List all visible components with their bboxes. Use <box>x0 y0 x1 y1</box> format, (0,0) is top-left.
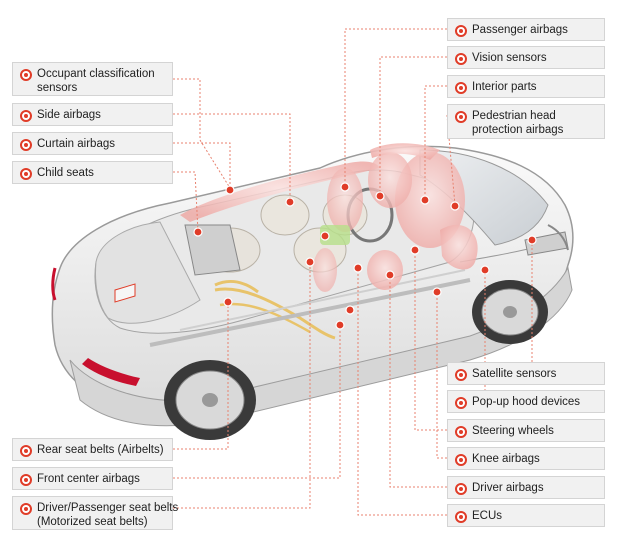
curtain-airbag-shape <box>180 161 380 222</box>
label-text: Driver/Passenger seat belts (Motorized s… <box>37 502 179 528</box>
label-passenger-airbags: Passenger airbags <box>447 18 605 41</box>
marker-icon <box>20 139 32 151</box>
label-rear-seat-belts: Rear seat belts (Airbelts) <box>12 438 173 461</box>
marker-icon <box>455 53 467 65</box>
label-text: Curtain airbags <box>37 138 115 150</box>
label-text: Child seats <box>37 167 94 179</box>
label-text: Knee airbags <box>472 453 540 465</box>
marker-icon <box>20 69 32 81</box>
marker-icon <box>455 82 467 94</box>
label-front-center-airbags: Front center airbags <box>12 467 173 490</box>
label-text: Steering wheels <box>472 425 554 437</box>
label-text: Front center airbags <box>37 473 140 485</box>
label-motorized-seat-belts: Driver/Passenger seat belts (Motorized s… <box>12 496 178 530</box>
label-occupant-classification-sensors: Occupant classification sensors <box>12 62 173 96</box>
label-interior-parts: Interior parts <box>447 75 605 98</box>
label-child-seats: Child seats <box>12 161 173 184</box>
label-text: Satellite sensors <box>472 368 557 380</box>
label-text: Driver airbags <box>472 482 544 494</box>
label-text: Passenger airbags <box>472 24 568 36</box>
marker-icon <box>20 445 32 457</box>
component-markers <box>193 182 537 330</box>
wheels <box>164 280 548 440</box>
child-seat-shape <box>184 224 241 276</box>
label-text: Rear seat belts (Airbelts) <box>37 444 164 456</box>
marker-icon <box>455 111 467 123</box>
marker-icon <box>20 474 32 486</box>
marker-icon <box>455 397 467 409</box>
marker-icon <box>455 483 467 495</box>
label-text: Side airbags <box>37 109 101 121</box>
label-text: ECUs <box>472 510 503 522</box>
marker-icon <box>20 503 32 515</box>
label-steering-wheels: Steering wheels <box>447 419 605 442</box>
marker-icon <box>20 110 32 122</box>
airbags <box>180 143 478 292</box>
label-pop-up-hood-devices: Pop-up hood devices <box>447 390 605 413</box>
marker-icon <box>455 511 467 523</box>
driver-airbag-shape <box>367 250 403 290</box>
marker-icon <box>455 426 467 438</box>
label-text: Interior parts <box>472 81 537 93</box>
marker-icon <box>20 168 32 180</box>
label-curtain-airbags: Curtain airbags <box>12 132 173 155</box>
label-text: Vision sensors <box>472 52 547 64</box>
label-satellite-sensors: Satellite sensors <box>447 362 605 385</box>
marker-icon <box>455 454 467 466</box>
label-knee-airbags: Knee airbags <box>447 447 605 470</box>
label-side-airbags: Side airbags <box>12 103 173 126</box>
label-driver-airbags: Driver airbags <box>447 476 605 499</box>
label-vision-sensors: Vision sensors <box>447 46 605 69</box>
label-text: Pedestrian head protection airbags <box>472 110 564 136</box>
marker-icon <box>455 369 467 381</box>
marker-icon <box>455 25 467 37</box>
label-text: Occupant classification sensors <box>37 68 155 94</box>
passenger-airbag-shape <box>395 152 465 248</box>
label-pedestrian-head-protection-airbags: Pedestrian head protection airbags <box>447 104 605 139</box>
label-ecus: ECUs <box>447 504 605 527</box>
label-text: Pop-up hood devices <box>472 396 581 408</box>
